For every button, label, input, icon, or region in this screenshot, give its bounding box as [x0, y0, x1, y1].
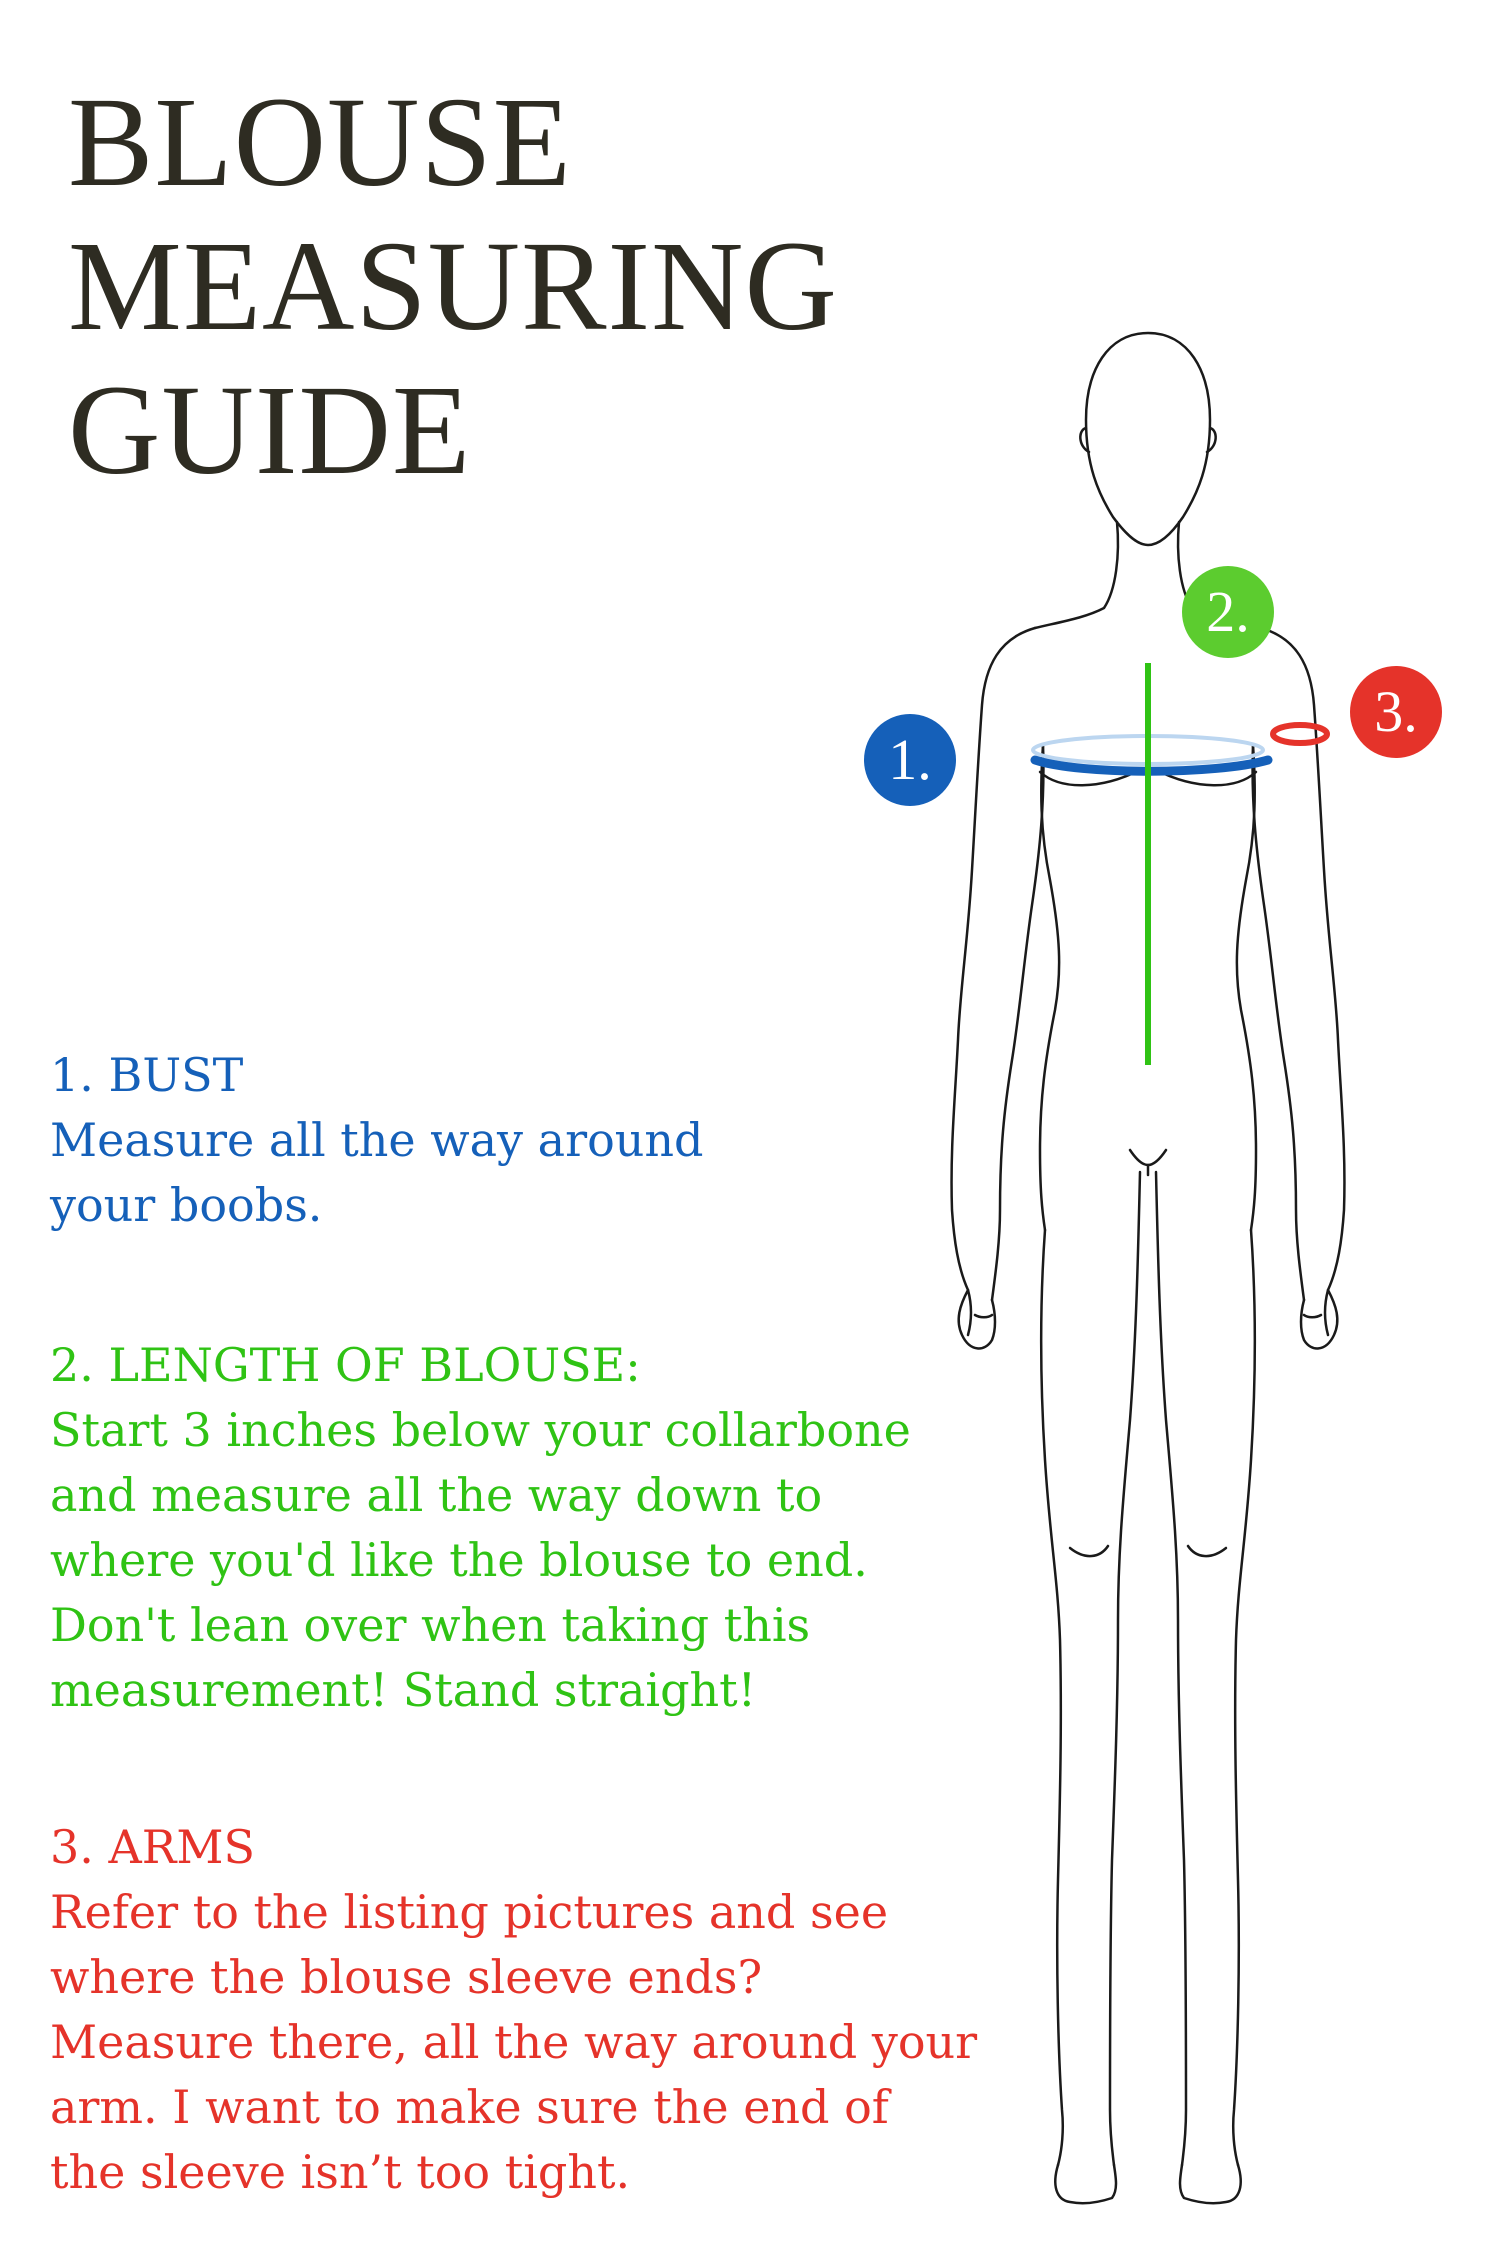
length-line-4: Don't lean over when taking this — [50, 1598, 811, 1652]
title-line-2: MEASURING — [68, 215, 838, 357]
length-marker: 2. — [1182, 566, 1274, 658]
bust-line-1: Measure all the way around — [50, 1113, 704, 1167]
arms-line-3: Measure there, all the way around your — [50, 2015, 978, 2069]
length-line-3: where you'd like the blouse to end. — [50, 1533, 868, 1587]
length-line-5: measurement! Stand straight! — [50, 1663, 757, 1717]
length-line-1: Start 3 inches below your collarbone — [50, 1403, 911, 1457]
arms-line-2: where the blouse sleeve ends? — [50, 1950, 763, 2004]
bust-instructions: 1. BUST Measure all the way around your … — [50, 1043, 703, 1238]
length-instructions: 2. LENGTH OF BLOUSE: Start 3 inches belo… — [50, 1333, 911, 1723]
page-title: BLOUSE MEASURING GUIDE — [68, 70, 838, 502]
title-line-1: BLOUSE — [68, 71, 572, 213]
arms-instructions: 3. ARMS Refer to the listing pictures an… — [50, 1815, 977, 2205]
length-line-2: and measure all the way down to — [50, 1468, 823, 1522]
arm-band — [1270, 722, 1330, 746]
body-outline — [950, 331, 1346, 2205]
arms-line-4: arm. I want to make sure the end of — [50, 2080, 889, 2134]
length-heading: 2. LENGTH OF BLOUSE: — [50, 1338, 641, 1392]
title-line-3: GUIDE — [68, 359, 472, 501]
arms-marker: 3. — [1350, 666, 1442, 758]
arms-heading: 3. ARMS — [50, 1820, 255, 1874]
arms-line-1: Refer to the listing pictures and see — [50, 1885, 889, 1939]
arms-line-5: the sleeve isn’t too tight. — [50, 2145, 631, 2199]
bust-line-2: your boobs. — [50, 1178, 323, 1232]
bust-marker: 1. — [864, 714, 956, 806]
bust-heading: 1. BUST — [50, 1048, 244, 1102]
